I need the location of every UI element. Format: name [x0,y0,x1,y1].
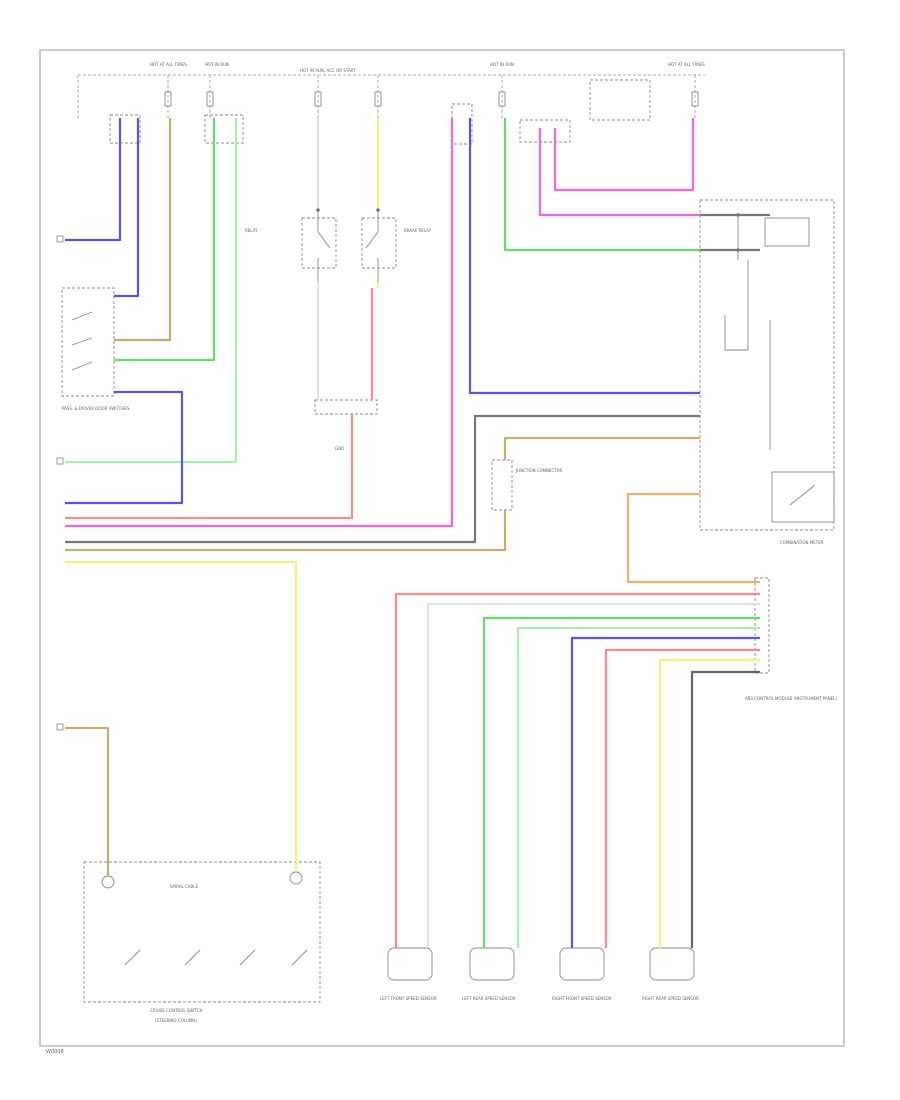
wire-blue-loop [65,390,184,505]
wire-red-relay [65,288,374,520]
wire-yellow-sensor-rr [658,658,760,948]
wire-blue-drop [114,118,140,298]
meter-switch-contact [789,484,816,506]
relay-switches [301,210,397,282]
meter-switch [771,471,835,523]
spiral-cable-box [83,861,321,1003]
ground-splice [314,399,378,415]
diagram-frame [39,49,845,1047]
left-switch-block [61,287,115,397]
wire-blue-center [468,118,700,395]
wire-yellow-long [65,560,298,870]
wire-blue-sensor-lr [570,636,760,948]
fuse-c-label: HOT IN RUN [490,62,514,67]
fuse-b-label: HOT IN RUN [205,62,229,67]
spiral-sub-label: (STEERING COLUMN) [155,1018,197,1023]
wire-pink-right-b [553,118,695,192]
wire-tan-cruise [65,726,110,876]
ecm-label: COMBINATION METER [780,540,824,545]
wire-nodes [316,208,740,252]
wire-green-right [503,118,700,252]
sensor-lf-label: LEFT FRONT SPEED SENSOR [380,996,437,1001]
wire-tan-center [65,436,700,552]
relay-b-label: BRAKE RELAY [404,228,432,233]
relay-a-label: RELAY [245,228,258,233]
wire-white-sensor-lf [426,602,760,948]
fuse-a-label: HOT AT ALL TIMES [150,62,187,67]
wire-red-sensor-lf [394,592,760,948]
meter-lamp [764,217,810,247]
wire-orange-abs [626,492,760,584]
top-bus-label: HOT IN RUN, ACC OR START [300,68,356,73]
abs-connector-strip [754,577,770,674]
cruise-switch-contacts [101,871,308,966]
wire-lightgreen-sensor-rf [516,626,760,948]
wire-green-sensor-rf [482,616,760,948]
wire-pink-center [65,118,454,528]
junction-connector [491,459,513,511]
corner-code: W0008 [46,1049,64,1055]
wire-red-sensor-lr [604,648,760,948]
sensor-rf-label: LEFT REAR SPEED SENSOR [462,996,516,1001]
left-switch-label: PASS. & DRIVER DOOR SWITCHES [62,406,130,411]
top-power-bus [77,74,705,118]
sensor-rr-label: RIGHT REAR SPEED SENSOR [642,996,699,1001]
fuse-symbols [164,91,699,107]
cruise-switch-label: CRUISE CONTROL SWITCH [150,1008,203,1013]
abs-module-label: ABS CONTROL MODULE (INSTRUMENT PANEL) [745,696,837,701]
wires [65,118,770,948]
wire-blue-left [65,118,122,242]
wire-meter-internal-gray [700,213,770,252]
junction-label: JUNCTION CONNECTOR [515,468,563,473]
left-pin-markers [56,235,64,731]
ground-label: GND [335,446,344,451]
wire-pink-right-a [538,128,700,217]
speed-sensors [387,947,695,981]
top-connectors [109,79,651,145]
spiral-cable-label: SPIRAL CABLE [170,884,198,889]
combination-meter-box [699,199,835,531]
sensor-lr-label: RIGHT FRONT SPEED SENSOR [552,996,612,1001]
wire-tan-left [114,118,172,342]
meter-internal [724,215,771,450]
wire-black-sensor-rr [690,670,760,948]
wire-lightgreen-left [65,118,238,464]
wire-green-left [114,118,216,362]
left-switch-contacts [71,311,93,371]
fuse-d-label: HOT AT ALL TIMES [668,62,705,67]
wire-gray-center [65,414,700,544]
